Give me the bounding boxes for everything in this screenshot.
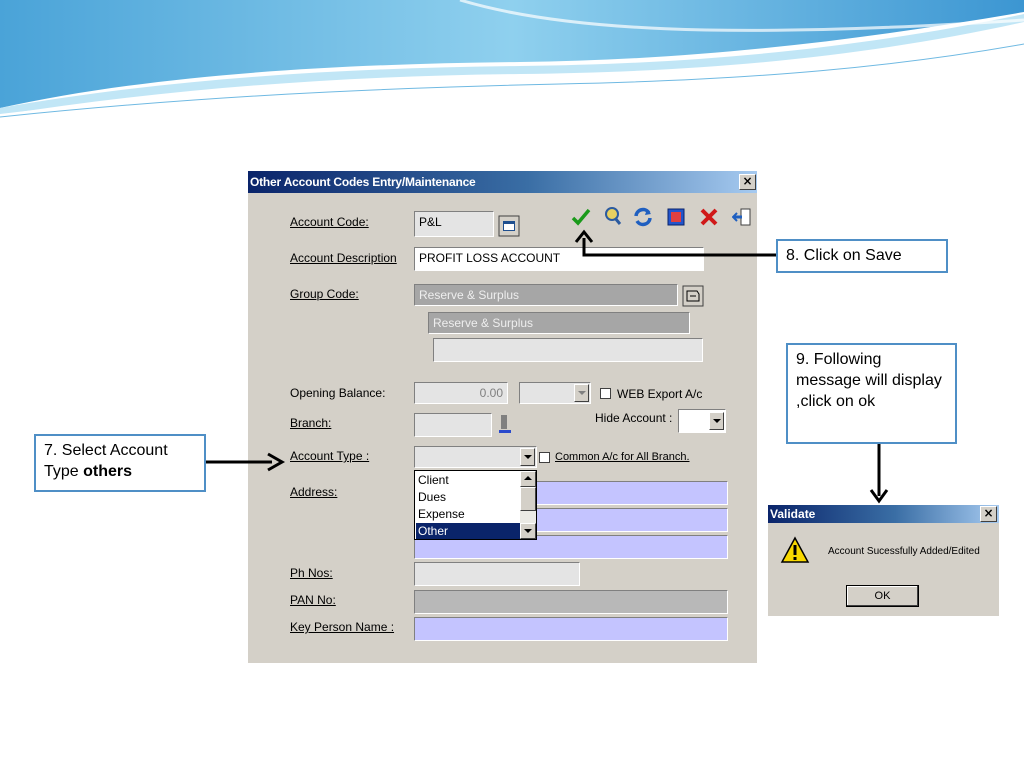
ok-button[interactable]: OK bbox=[846, 585, 919, 607]
key-person-name-label: Key Person Name : bbox=[290, 620, 395, 634]
option-expense[interactable]: Expense bbox=[418, 507, 465, 521]
balance-type-dropdown-button[interactable] bbox=[574, 384, 589, 402]
print-icon[interactable] bbox=[666, 207, 686, 227]
account-type-dropdown-list[interactable]: Client Dues Expense Other bbox=[414, 470, 537, 540]
scroll-up-arrow-icon[interactable] bbox=[520, 471, 536, 487]
exit-icon[interactable] bbox=[732, 207, 752, 227]
account-type-dropdown-button[interactable] bbox=[520, 448, 535, 466]
callout-step-7-text: 7. Select Account Type bbox=[44, 442, 168, 480]
opening-balance-input[interactable]: 0.00 bbox=[414, 382, 508, 404]
group-code-label: Group Code: bbox=[290, 287, 359, 301]
lookup-icon[interactable] bbox=[498, 215, 520, 237]
pan-no-input[interactable] bbox=[414, 590, 728, 614]
hide-account-label: Hide Account : bbox=[595, 411, 673, 425]
validate-title: Validate bbox=[770, 507, 816, 521]
validate-title-bar: Validate × bbox=[768, 505, 999, 523]
validate-dialog: Validate × Account Sucessfully Added/Edi… bbox=[768, 505, 999, 616]
web-export-checkbox[interactable] bbox=[600, 388, 611, 399]
account-description-label: Account Description bbox=[290, 251, 397, 265]
common-ac-checkbox[interactable] bbox=[539, 452, 550, 463]
option-other[interactable]: Other bbox=[416, 523, 522, 539]
opening-balance-label: Opening Balance: bbox=[290, 386, 386, 400]
account-description-input[interactable]: PROFIT LOSS ACCOUNT bbox=[414, 247, 704, 271]
group-code-input[interactable]: Reserve & Surplus bbox=[414, 284, 678, 306]
warning-icon bbox=[780, 536, 810, 563]
balance-type-combo[interactable] bbox=[519, 382, 591, 404]
callout-step-7: 7. Select Account Type others bbox=[34, 434, 206, 492]
close-button[interactable]: × bbox=[739, 174, 756, 190]
option-client[interactable]: Client bbox=[418, 473, 449, 487]
validate-close-button[interactable]: × bbox=[980, 506, 997, 522]
common-ac-label: Common A/c for All Branch. bbox=[555, 451, 690, 463]
callout-step-9-text: 9. Following message will display ,click… bbox=[796, 351, 942, 410]
account-codes-dialog: Other Account Codes Entry/Maintenance × … bbox=[248, 171, 757, 663]
group-lookup-icon[interactable] bbox=[682, 285, 704, 307]
dropdown-scrollbar[interactable] bbox=[520, 471, 536, 539]
callout-step-7-bold: others bbox=[83, 463, 133, 480]
pan-no-label: PAN No: bbox=[290, 593, 336, 607]
header-swoosh-decoration bbox=[0, 0, 1024, 118]
hide-account-dropdown-button[interactable] bbox=[709, 412, 724, 430]
arrow-step-9-head bbox=[869, 489, 889, 504]
account-code-label: Account Code: bbox=[290, 215, 369, 229]
delete-icon[interactable] bbox=[699, 207, 719, 227]
address-label: Address: bbox=[290, 485, 338, 499]
dialog-title: Other Account Codes Entry/Maintenance bbox=[250, 175, 476, 189]
ph-nos-input[interactable] bbox=[414, 562, 580, 586]
ph-nos-label: Ph Nos: bbox=[290, 566, 333, 580]
option-dues[interactable]: Dues bbox=[418, 490, 447, 504]
web-export-label: WEB Export A/c bbox=[617, 387, 703, 401]
find-icon[interactable] bbox=[603, 206, 623, 226]
account-type-combo[interactable] bbox=[414, 446, 537, 468]
branch-lookup-icon[interactable] bbox=[498, 413, 512, 435]
branch-input[interactable] bbox=[414, 413, 492, 437]
dialog-title-bar: Other Account Codes Entry/Maintenance × bbox=[248, 171, 757, 193]
scroll-thumb[interactable] bbox=[520, 487, 536, 511]
branch-label: Branch: bbox=[290, 416, 332, 430]
callout-step-8-text: 8. Click on Save bbox=[786, 247, 902, 264]
key-person-name-input[interactable] bbox=[414, 617, 728, 641]
scroll-down-arrow-icon[interactable] bbox=[520, 523, 536, 539]
validate-message: Account Sucessfully Added/Edited bbox=[828, 546, 980, 557]
group-extra-field[interactable] bbox=[433, 338, 703, 362]
refresh-icon[interactable] bbox=[633, 207, 653, 227]
account-type-label: Account Type : bbox=[290, 449, 370, 463]
save-check-icon[interactable] bbox=[571, 207, 591, 227]
group-name-display: Reserve & Surplus bbox=[428, 312, 690, 334]
callout-step-8: 8. Click on Save bbox=[776, 239, 948, 273]
callout-step-9: 9. Following message will display ,click… bbox=[786, 343, 957, 444]
account-code-input[interactable]: P&L bbox=[414, 211, 494, 237]
